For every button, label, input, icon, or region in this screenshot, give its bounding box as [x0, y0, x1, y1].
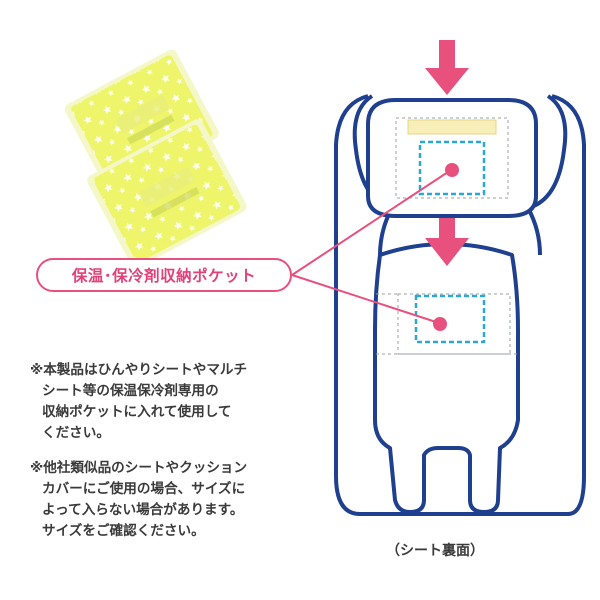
note-line: サイズをご確認ください。: [42, 523, 205, 539]
headrest-pocket: [418, 140, 486, 196]
note-line: ください。: [42, 425, 110, 441]
headrest-pad: [407, 119, 497, 135]
headrest-panel: [395, 117, 509, 199]
note-line: シート等の保温保冷剤専用の: [42, 383, 219, 399]
shoulder-strap-right: [525, 94, 568, 256]
cooling-pack-front: [87, 119, 247, 268]
pocket-callout-label: 保温･保冷剤収納ポケット: [36, 258, 292, 292]
usage-note: ※本製品はひんやりシートやマルチ シート等の保温保冷剤専用の 収納ポケットに入れ…: [30, 360, 320, 444]
note-line: 収納ポケットに入れて使用して: [42, 404, 232, 420]
note-line: よって入らない場合があります。: [42, 502, 244, 518]
pocket-marker-top: [445, 163, 459, 177]
insert-arrow-middle: [425, 218, 469, 266]
note-line: ※他社類似品のシートやクッション: [30, 460, 248, 476]
body-pocket: [414, 294, 486, 344]
insert-arrow-top: [425, 40, 469, 95]
compatibility-note: ※他社類似品のシートやクッション カバーにご使用の場合、サイズに よって入らない…: [30, 458, 320, 542]
note-line: カバーにご使用の場合、サイズに: [42, 481, 246, 497]
leader-line-top: [291, 171, 449, 276]
pocket-marker-bottom: [433, 317, 447, 331]
seat-inner-body: [373, 242, 520, 514]
seat-outline: [334, 94, 586, 516]
headrest-outline: [366, 98, 538, 218]
leader-line-bottom: [291, 274, 437, 323]
note-line: ※本製品はひんやりシートやマルチ: [30, 362, 248, 378]
diagram-caption: （シート裏面）: [386, 543, 484, 559]
